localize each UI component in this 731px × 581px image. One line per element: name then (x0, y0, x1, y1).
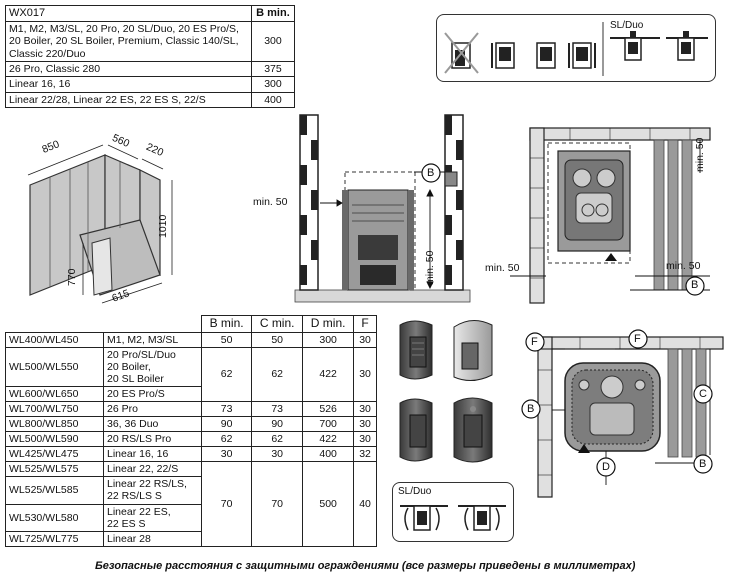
table-cell-d: 700 (302, 416, 355, 433)
room-isometric-sketch (27, 144, 173, 304)
wall-clearance-table: B min. C min. D min. F WL400/WL450 M1, M… (5, 315, 377, 547)
stove-illustrations (399, 320, 493, 463)
dim-1010: 1010 (157, 214, 169, 238)
table-cell-c: 30 (251, 446, 304, 463)
callout-c: C (699, 388, 707, 400)
sl-duo-box-label: SL/Duo (398, 486, 432, 497)
table-cell-d: 526 (302, 401, 355, 418)
table-header-b-min: B min. (250, 5, 296, 22)
plan-min50-right: min. 50 (666, 260, 701, 272)
plan-callout-b: B (691, 279, 699, 291)
table-cell-b: 300 (250, 20, 296, 63)
table-header-b-min: B min. (200, 315, 253, 333)
table-cell-b: 70 (200, 461, 253, 547)
table-cell-models: 26 Pro, Classic 280 (5, 61, 252, 78)
table-cell-models: Linear 16, 16 (5, 76, 252, 93)
table-cell-b: 400 (250, 91, 296, 109)
callout-d: D (602, 461, 610, 473)
table-cell-c: 62 (251, 431, 304, 448)
table-cell-f: 30 (353, 416, 377, 433)
table-cell-model: WL500/WL550 (5, 346, 104, 388)
plan-view-top-diagram (510, 127, 711, 304)
table-header-f: F (353, 315, 377, 333)
table-cell-b: 62 (200, 346, 253, 403)
table-cell-model: WL800/WL850 (5, 416, 104, 433)
callout-f2: F (634, 333, 641, 345)
table-cell-f: 30 (353, 401, 377, 418)
table-cell-f: 32 (353, 446, 377, 463)
table-cell-c: 70 (251, 461, 304, 547)
table-cell-d: 422 (302, 431, 355, 448)
table-cell-model: WL700/WL750 (5, 401, 104, 418)
table-cell-model: WL425/WL475 (5, 446, 104, 463)
table-cell-d: 500 (302, 461, 355, 547)
table-cell-d: 400 (302, 446, 355, 463)
table-cell-stove: Linear 22 ES, 22 ES S (103, 503, 202, 532)
table-cell-f: 30 (353, 346, 377, 403)
table-cell-stove: Linear 28 (103, 530, 202, 547)
table-cell-b: 300 (250, 76, 296, 93)
sl-duo-box (392, 482, 514, 542)
plan-view-bottom-diagram (521, 329, 724, 498)
table-cell-stove: 20 Pro/SL/Duo 20 Boiler, 20 SL Boiler (103, 346, 202, 388)
table-cell-stove: 20 RS/LS Pro (103, 431, 202, 448)
table-cell-model: WL525/WL585 (5, 476, 104, 505)
table-cell-model: WL530/WL580 (5, 503, 104, 532)
plan-min50-left: min. 50 (485, 262, 520, 274)
table-cell-b: 90 (200, 416, 253, 433)
sl-duo-icons (400, 505, 506, 531)
table-cell-model: WL500/WL590 (5, 431, 104, 448)
table-cell-models: Linear 22/28, Linear 22 ES, 22 ES S, 22/… (5, 91, 252, 109)
table-cell-stove: 20 ES Pro/S (103, 386, 202, 403)
table-cell-stove: 26 Pro (103, 401, 202, 418)
table-cell-b: 375 (250, 61, 296, 78)
table-cell-models: M1, M2, M3/SL, 20 Pro, 20 SL/Duo, 20 ES … (5, 20, 252, 63)
front-min50-left: min. 50 (253, 196, 288, 208)
table-cell-f: 30 (353, 431, 377, 448)
table-cell-model: WL400/WL450 (5, 331, 104, 348)
table-cell-stove: Linear 22 RS/LS, 22 RS/LS S (103, 476, 202, 505)
front-callout-b: B (427, 167, 435, 179)
callout-f1: F (531, 336, 538, 348)
table-cell-c: 62 (251, 346, 304, 403)
front-view-diagram (294, 114, 471, 303)
table-cell-f: 30 (353, 331, 377, 348)
table-cell-b: 50 (200, 331, 253, 348)
table-cell-stove: M1, M2, M3/SL (103, 331, 202, 348)
figure-caption: Безопасные расстояния с защитными огражд… (95, 560, 636, 572)
table-cell-model: WL525/WL575 (5, 461, 104, 478)
table-cell-f: 40 (353, 461, 377, 547)
table-header-c-min: C min. (251, 315, 304, 333)
table-cell-d: 300 (302, 331, 355, 348)
front-min50-vertical: min. 50 (424, 250, 436, 285)
model-clearance-table: WX017 B min. M1, M2, M3/SL, 20 Pro, 20 S… (5, 5, 296, 109)
dim-770: 770 (66, 268, 78, 286)
table-header-d-min: D min. (302, 315, 355, 333)
table-cell-stove: 36, 36 Duo (103, 416, 202, 433)
table-cell-b: 62 (200, 431, 253, 448)
table-cell-stove: Linear 16, 16 (103, 446, 202, 463)
callout-b-left: B (527, 403, 535, 415)
plan-min50-top: min. 50 (694, 137, 706, 172)
table-cell-b: 73 (200, 401, 253, 418)
table-cell-d: 422 (302, 346, 355, 403)
callout-b-right: B (699, 458, 707, 470)
table-cell-c: 73 (251, 401, 304, 418)
icons-sl-duo-label: SL/Duo (610, 20, 644, 31)
table-cell-model: WL600/WL650 (5, 386, 104, 403)
table-cell-c: 50 (251, 331, 304, 348)
table-cell-stove: Linear 22, 22/S (103, 461, 202, 478)
table-cell-b: 30 (200, 446, 253, 463)
heater-type-icons (444, 22, 708, 76)
table-header-model: WX017 (5, 5, 252, 22)
table-cell-model: WL725/WL775 (5, 530, 104, 547)
table-cell-c: 90 (251, 416, 304, 433)
